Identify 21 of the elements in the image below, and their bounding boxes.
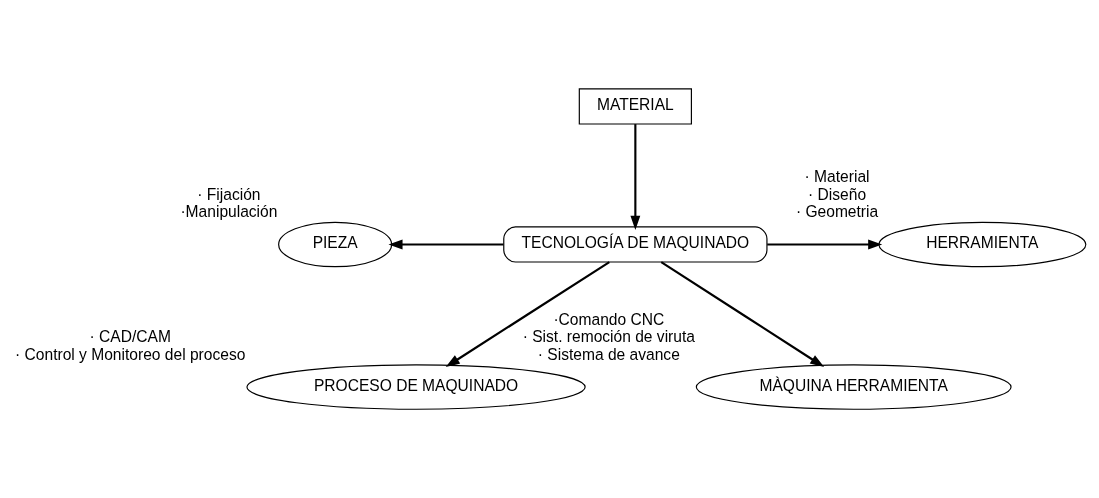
- node-label: ·Comando CNC: [553, 310, 665, 328]
- arrow: [388, 239, 504, 250]
- arrow: [767, 239, 883, 250]
- node-label: · Sist. remoción de viruta: [522, 328, 695, 346]
- arrow: [660, 261, 825, 368]
- node-box: MATERIAL: [578, 88, 692, 125]
- node-label: · Material: [804, 168, 870, 186]
- node-ellipse: MÀQUINA HERRAMIENTA: [695, 364, 1012, 410]
- node-ellipse: PIEZA: [278, 221, 393, 268]
- node-label: · CAD/CAM: [89, 328, 171, 346]
- node-label: · Geometria: [795, 203, 879, 221]
- arrow: [630, 124, 641, 230]
- node-box: TECNOLOGÍA DE MAQUINADO: [503, 226, 768, 263]
- node-label: · Sistema de avance: [537, 345, 680, 363]
- node-ellipse: HERRAMIENTA: [878, 221, 1087, 268]
- node-label: · Diseño: [808, 185, 867, 203]
- node-label: · Fijación: [197, 185, 261, 203]
- node-ellipse: PROCESO DE MAQUINADO: [246, 364, 586, 410]
- arrow: [445, 261, 610, 368]
- node-label: ·Manipulación: [180, 203, 278, 221]
- node-label: · Control y Monitoreo del proceso: [15, 345, 246, 363]
